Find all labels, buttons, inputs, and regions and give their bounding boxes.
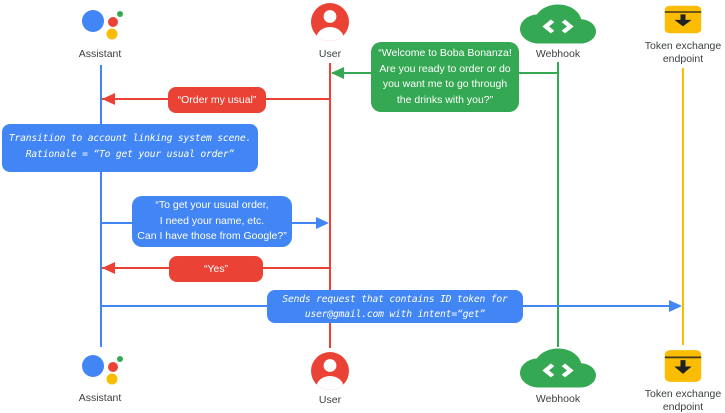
note-transition-line: Transition to account linking system sce…	[8, 133, 252, 144]
bubble-ask-permission: “To get your usual order, I need your na…	[132, 196, 292, 247]
lifeline-assistant	[100, 65, 102, 347]
note-transition: Transition to account linking system sce…	[2, 124, 258, 172]
note-send-token-line: user@gmail.com with intent=“get”	[304, 309, 486, 320]
bubble-order-usual: “Order my usual”	[168, 87, 266, 113]
actor-label-user-bottom: User	[318, 394, 342, 406]
lifeline-webhook	[557, 62, 559, 347]
note-transition-line: Rationale = “To get your usual order”	[25, 149, 235, 160]
arrow-yes-head	[102, 262, 115, 274]
webhook-icon	[520, 348, 596, 388]
note-send-token: Sends request that contains ID token for…	[267, 290, 523, 323]
arrow-order-head	[102, 93, 115, 105]
actor-label-webhook-top: Webhook	[535, 48, 581, 60]
bubble-welcome-line: “Welcome to Boba Bonanza!	[378, 47, 512, 59]
bubble-ask-permission-line: “To get your usual order,	[155, 199, 269, 211]
token-endpoint-icon	[664, 5, 702, 34]
actor-label-user-top: User	[318, 48, 342, 60]
note-send-token-line: Sends request that contains ID token for	[282, 294, 508, 305]
bubble-welcome-line: Are you ready to order or do	[379, 62, 511, 75]
actor-label-assistant-bottom: Assistant	[78, 392, 122, 404]
bubble-welcome-line: you want me to go through	[382, 78, 508, 90]
actor-label-token-bottom: Token exchange endpoint	[644, 388, 722, 413]
bubble-ask-permission-line: I need your name, etc.	[159, 214, 265, 227]
assistant-icon	[82, 10, 123, 40]
lifeline-user	[329, 63, 331, 348]
bubble-yes: “Yes”	[169, 256, 263, 282]
user-icon	[311, 3, 349, 41]
arrow-welcome-head	[331, 67, 344, 79]
arrow-send-token-head	[669, 300, 682, 312]
bubble-welcome: “Welcome to Boba Bonanza! Are you ready …	[371, 42, 519, 112]
arrow-ask-head	[316, 217, 329, 229]
token-endpoint-icon	[664, 350, 702, 382]
bubble-order-usual-line: “Order my usual”	[177, 94, 257, 106]
bubble-yes-line: “Yes”	[203, 263, 229, 275]
actor-label-token-top: Token exchange endpoint	[644, 40, 722, 65]
lifeline-token-endpoint	[682, 68, 684, 345]
assistant-icon	[82, 355, 123, 385]
bubble-welcome-line: the drinks with you?”	[396, 93, 494, 106]
bubble-ask-permission-line: Can I have those from Google?”	[137, 230, 287, 242]
actor-label-webhook-bottom: Webhook	[535, 393, 581, 405]
webhook-icon	[520, 4, 596, 44]
actor-label-assistant-top: Assistant	[78, 48, 122, 60]
user-icon	[311, 352, 349, 390]
